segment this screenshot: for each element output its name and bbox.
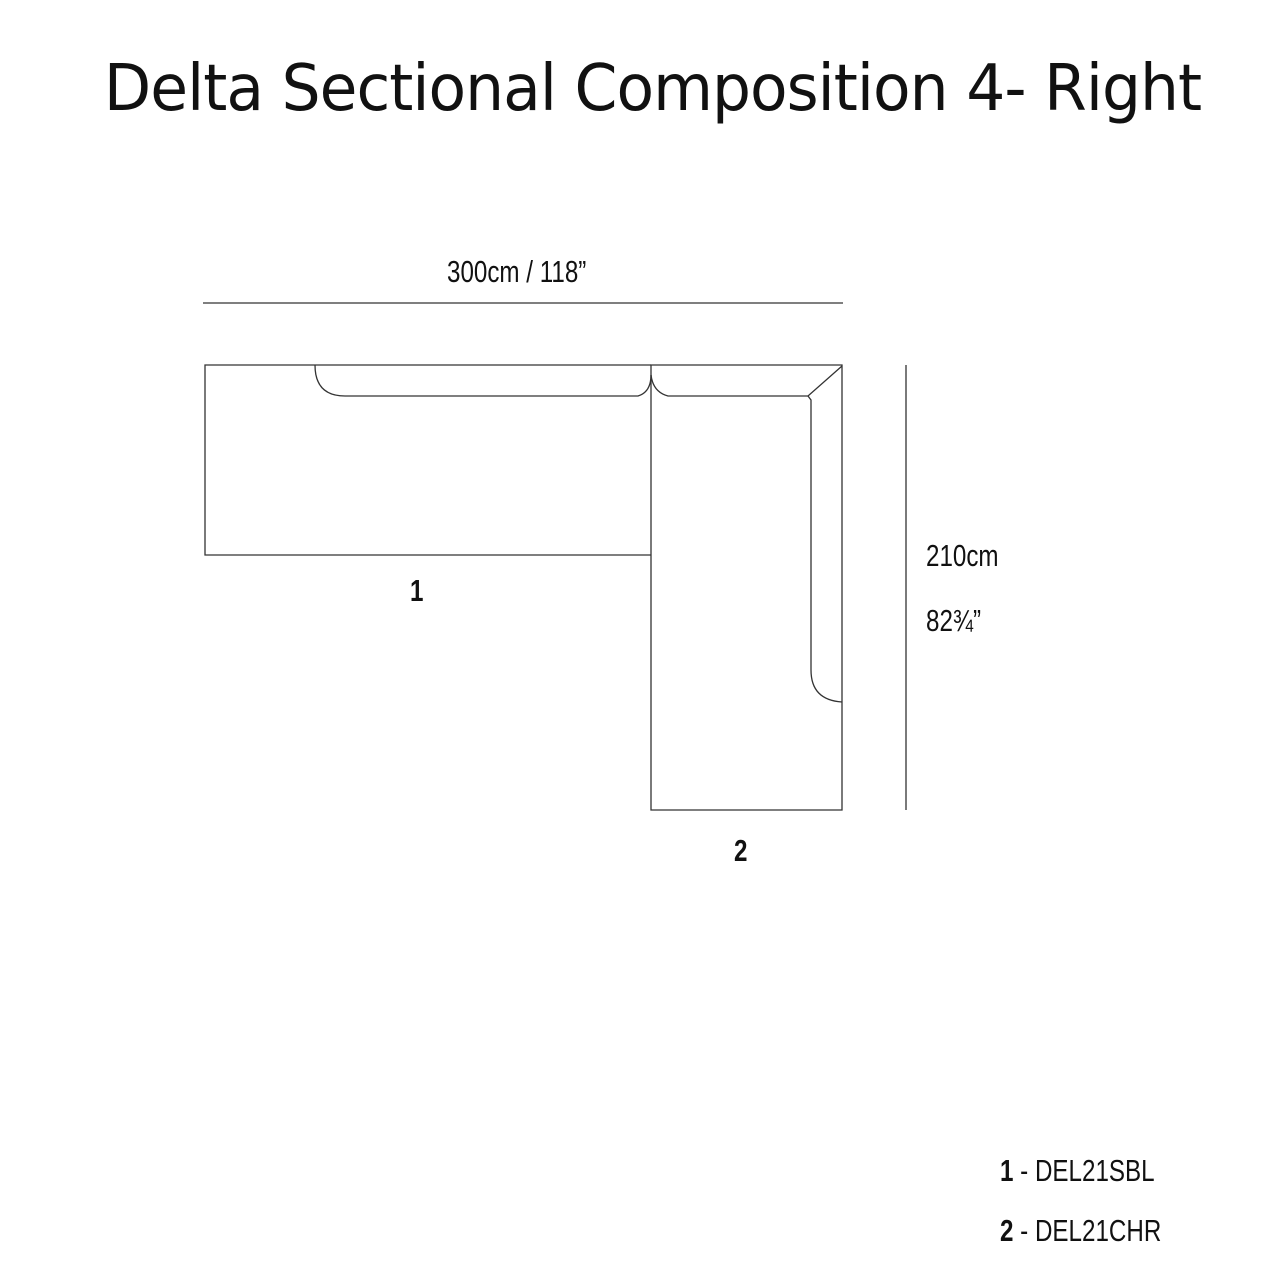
module-1-outline <box>204 364 652 556</box>
legend-item-1: 1 - DEL21SBL <box>1000 1153 1155 1189</box>
legend-number: 1 <box>1000 1153 1014 1188</box>
legend-separator: - <box>1020 1153 1029 1188</box>
depth-in-label: 82¾” <box>926 603 982 638</box>
page-title: Delta Sectional Composition 4- Right <box>103 52 1202 126</box>
module-1-label: 1 <box>410 573 424 608</box>
legend-code: DEL21CHR <box>1034 1213 1162 1248</box>
module-2-label: 2 <box>734 833 748 868</box>
module-2-outline <box>650 364 843 811</box>
legend-code: DEL21SBL <box>1034 1153 1155 1188</box>
depth-cm-label: 210cm <box>926 538 999 573</box>
legend-number: 2 <box>1000 1213 1014 1248</box>
width-dimension-label: 300cm / 118” <box>447 254 587 289</box>
legend-separator: - <box>1020 1213 1029 1248</box>
legend-item-2: 2 - DEL21CHR <box>1000 1213 1161 1249</box>
